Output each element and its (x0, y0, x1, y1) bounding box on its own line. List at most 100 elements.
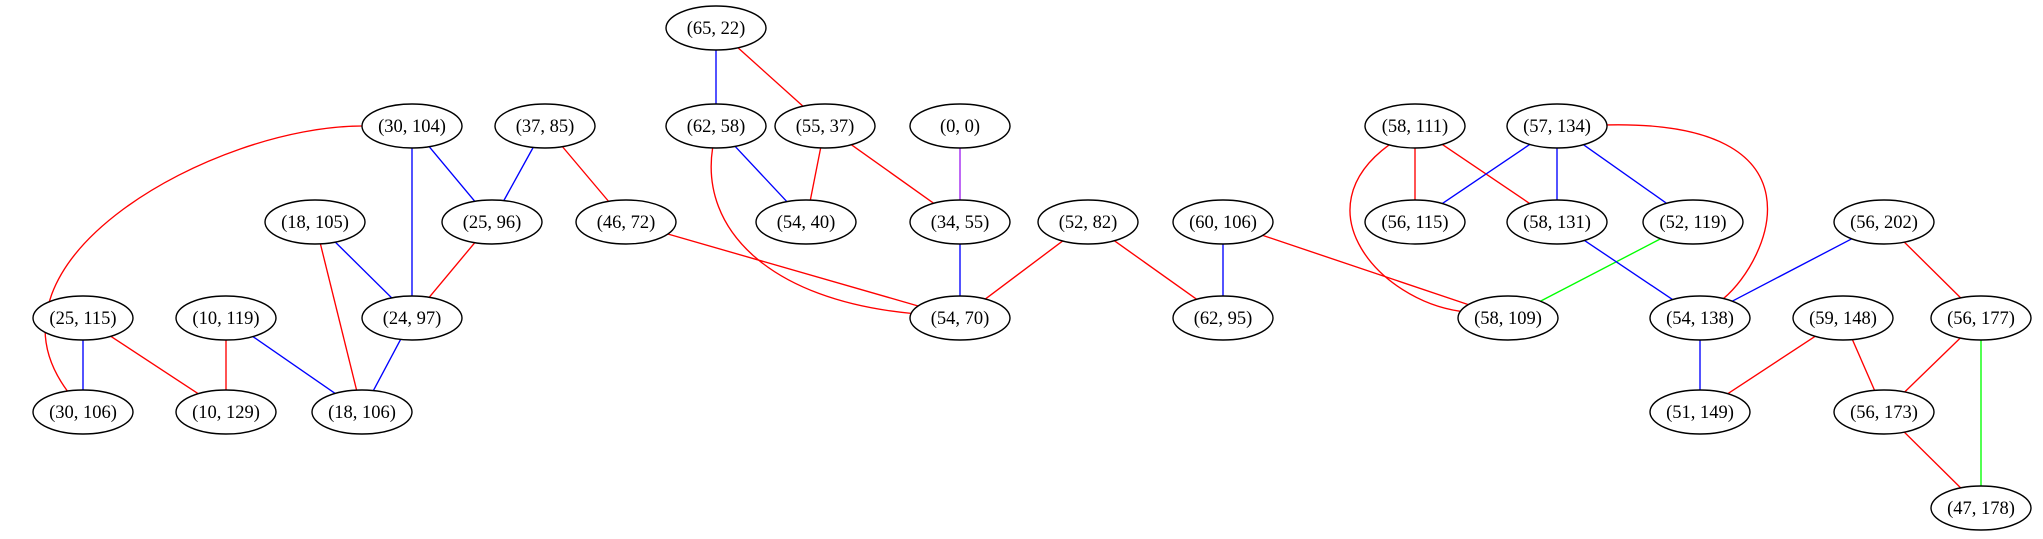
node-label: (59, 148) (1809, 309, 1877, 329)
node-n56_173: (56, 173) (1833, 389, 1935, 435)
node-ellipse (264, 199, 366, 245)
node-ellipse (1172, 295, 1274, 341)
node-ellipse (441, 199, 543, 245)
edge-n24_97-n18_106 (372, 339, 402, 391)
node-label: (55, 37) (796, 117, 855, 137)
node-n34_55: (34, 55) (909, 199, 1011, 245)
node-n60_106: (60, 106) (1172, 199, 1274, 245)
node-label: (56, 173) (1850, 403, 1918, 423)
node-label: (58, 131) (1523, 213, 1591, 233)
edge-n58_111-n58_109 (1349, 144, 1461, 312)
node-n54_70: (54, 70) (909, 295, 1011, 341)
edge-n56_173-n47_178 (1903, 431, 1962, 489)
node-ellipse (494, 103, 596, 149)
edge-n65_22-n55_37 (737, 47, 804, 107)
node-n10_119: (10, 119) (175, 295, 277, 341)
edge-n30_104-n25_96 (428, 146, 476, 202)
edge-n56_202-n54_138 (1731, 238, 1853, 302)
node-ellipse (1833, 389, 1935, 435)
edge-n25_96-n24_97 (428, 242, 476, 298)
node-ellipse (665, 5, 767, 51)
edge-n57_134-n54_138 (1606, 124, 1769, 300)
node-n51_149: (51, 149) (1649, 389, 1751, 435)
node-ellipse (32, 295, 134, 341)
node-n58_111: (58, 111) (1364, 103, 1466, 149)
node-ellipse (575, 199, 677, 245)
node-label: (46, 72) (597, 213, 656, 233)
edge-n37_85-n25_96 (503, 147, 534, 201)
node-ellipse (1930, 295, 2032, 341)
nodes-layer: (65, 22)(62, 58)(55, 37)(0, 0)(30, 104)(… (32, 5, 2032, 531)
node-label: (60, 106) (1189, 213, 1257, 233)
node-label: (25, 96) (463, 213, 522, 233)
node-ellipse (909, 103, 1011, 149)
edge-n55_37-n34_55 (850, 144, 935, 204)
node-n0_0: (0, 0) (909, 103, 1011, 149)
node-n25_115: (25, 115) (32, 295, 134, 341)
node-n46_72: (46, 72) (575, 199, 677, 245)
node-ellipse (1506, 103, 1608, 149)
node-label: (0, 0) (940, 117, 980, 137)
node-label: (10, 119) (192, 309, 259, 329)
node-ellipse (755, 199, 857, 245)
node-label: (18, 106) (328, 403, 396, 423)
node-ellipse (361, 103, 463, 149)
node-n18_106: (18, 106) (311, 389, 413, 435)
node-n62_58: (62, 58) (665, 103, 767, 149)
node-n10_129: (10, 129) (175, 389, 277, 435)
node-n52_82: (52, 82) (1037, 199, 1139, 245)
node-label: (56, 177) (1947, 309, 2015, 329)
node-ellipse (1364, 199, 1466, 245)
node-n62_95: (62, 95) (1172, 295, 1274, 341)
edge-n59_148-n56_173 (1851, 339, 1876, 391)
node-label: (51, 149) (1666, 403, 1734, 423)
edge-n18_105-n18_106 (319, 243, 358, 391)
node-ellipse (665, 103, 767, 149)
node-ellipse (1649, 295, 1751, 341)
node-n37_85: (37, 85) (494, 103, 596, 149)
edges-layer (44, 47, 1982, 489)
node-ellipse (909, 199, 1011, 245)
node-label: (58, 109) (1474, 309, 1542, 329)
edge-n52_82-n62_95 (1113, 240, 1198, 300)
node-n56_177: (56, 177) (1930, 295, 2032, 341)
node-n30_106: (30, 106) (32, 389, 134, 435)
node-ellipse (1037, 199, 1139, 245)
edge-n57_134-n56_115 (1441, 143, 1531, 205)
node-label: (18, 105) (281, 213, 349, 233)
edge-n56_177-n56_173 (1904, 337, 1961, 393)
node-label: (62, 95) (1194, 309, 1253, 329)
node-label: (56, 115) (1381, 213, 1448, 233)
node-label: (52, 82) (1059, 213, 1118, 233)
node-ellipse (909, 295, 1011, 341)
edge-n18_105-n24_97 (334, 241, 393, 299)
node-label: (30, 106) (49, 403, 117, 423)
node-label: (57, 134) (1523, 117, 1591, 137)
node-ellipse (1172, 199, 1274, 245)
node-n56_115: (56, 115) (1364, 199, 1466, 245)
node-label: (62, 58) (687, 117, 746, 137)
node-label: (52, 119) (1659, 213, 1726, 233)
edge-n46_72-n54_70 (667, 233, 919, 307)
node-ellipse (175, 389, 277, 435)
node-label: (37, 85) (516, 117, 575, 137)
node-label: (34, 55) (931, 213, 990, 233)
node-n58_109: (58, 109) (1457, 295, 1559, 341)
edge-n52_119-n58_109 (1540, 238, 1661, 302)
edge-n56_202-n56_177 (1903, 241, 1962, 299)
node-n47_178: (47, 178) (1930, 485, 2032, 531)
edge-n62_58-n54_40 (734, 145, 788, 203)
node-label: (10, 129) (192, 403, 260, 423)
node-label: (54, 138) (1666, 309, 1734, 329)
node-n54_138: (54, 138) (1649, 295, 1751, 341)
node-n30_104: (30, 104) (361, 103, 463, 149)
node-label: (30, 104) (378, 117, 446, 137)
edge-n59_148-n51_149 (1727, 335, 1816, 395)
node-n25_96: (25, 96) (441, 199, 543, 245)
node-n18_105: (18, 105) (264, 199, 366, 245)
node-ellipse (311, 389, 413, 435)
node-ellipse (32, 389, 134, 435)
edge-n10_119-n18_106 (252, 336, 336, 394)
edge-n52_82-n54_70 (984, 240, 1064, 300)
node-label: (47, 178) (1947, 499, 2015, 519)
